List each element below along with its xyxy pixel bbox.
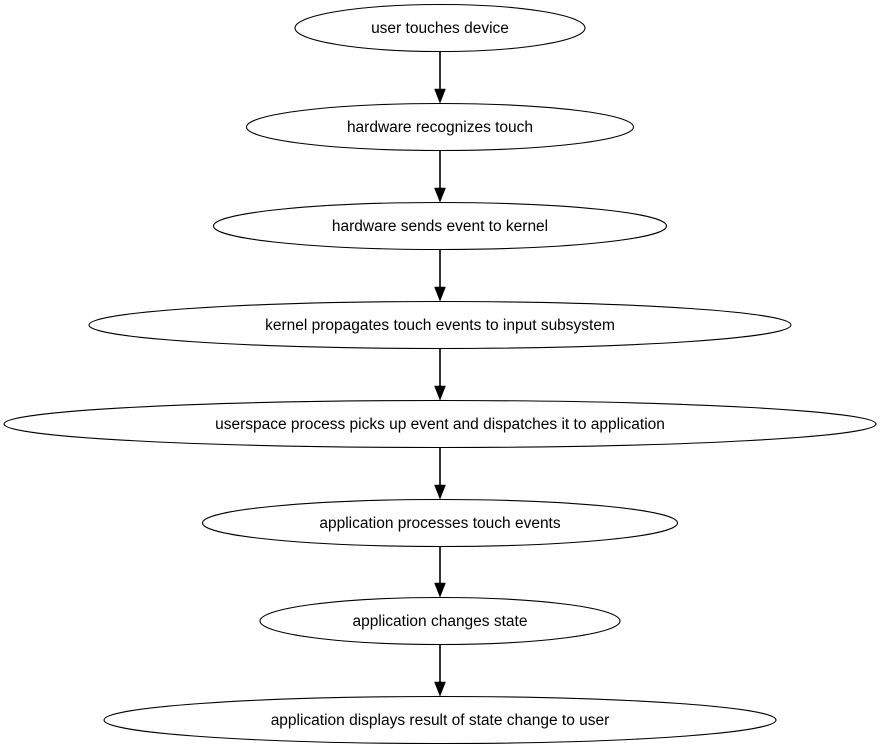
- arrowhead-icon: [434, 88, 446, 104]
- node-group: user touches device hardware recognizes …: [3, 3, 877, 745]
- edge-n4-n5: [434, 349, 446, 401]
- node-kernel-propagates-touch-events[interactable]: kernel propagates touch events to input …: [88, 300, 792, 350]
- edge-n7-n8: [434, 645, 446, 697]
- node-label: hardware recognizes touch: [347, 119, 533, 136]
- edge-n2-n3: [434, 151, 446, 203]
- edge-n6-n7: [434, 547, 446, 598]
- node-label: userspace process picks up event and dis…: [215, 416, 665, 433]
- node-shape-ellipse[interactable]: [88, 300, 792, 350]
- node-userspace-process-picks-up-event[interactable]: userspace process picks up event and dis…: [3, 399, 877, 449]
- arrowhead-icon: [434, 187, 446, 203]
- node-label: user touches device: [371, 20, 509, 37]
- node-hardware-recognizes-touch[interactable]: hardware recognizes touch: [245, 102, 635, 152]
- node-label: application displays result of state cha…: [271, 712, 610, 729]
- node-label: kernel propagates touch events to input …: [265, 317, 615, 334]
- edge-n1-n2: [434, 52, 446, 104]
- node-shape-ellipse[interactable]: [3, 399, 877, 449]
- node-application-processes-touch-events[interactable]: application processes touch events: [201, 498, 679, 548]
- arrowhead-icon: [434, 286, 446, 302]
- node-shape-ellipse[interactable]: [245, 102, 635, 152]
- edge-n3-n4: [434, 250, 446, 302]
- node-label: hardware sends event to kernel: [332, 218, 548, 235]
- node-label: application processes touch events: [319, 515, 561, 532]
- node-shape-ellipse[interactable]: [201, 498, 679, 548]
- node-shape-ellipse[interactable]: [259, 596, 621, 646]
- node-application-displays-result[interactable]: application displays result of state cha…: [103, 695, 777, 745]
- arrowhead-icon: [434, 582, 446, 598]
- arrowhead-icon: [434, 681, 446, 697]
- edge-n5-n6: [434, 448, 446, 500]
- node-application-changes-state[interactable]: application changes state: [259, 596, 621, 646]
- node-user-touches-device[interactable]: user touches device: [294, 3, 586, 53]
- arrowhead-icon: [434, 484, 446, 500]
- edge-group: [434, 52, 446, 697]
- node-shape-ellipse[interactable]: [212, 201, 668, 251]
- node-shape-ellipse[interactable]: [103, 695, 777, 745]
- node-hardware-sends-event-to-kernel[interactable]: hardware sends event to kernel: [212, 201, 668, 251]
- arrowhead-icon: [434, 385, 446, 401]
- node-label: application changes state: [353, 613, 528, 630]
- node-shape-ellipse[interactable]: [294, 3, 586, 53]
